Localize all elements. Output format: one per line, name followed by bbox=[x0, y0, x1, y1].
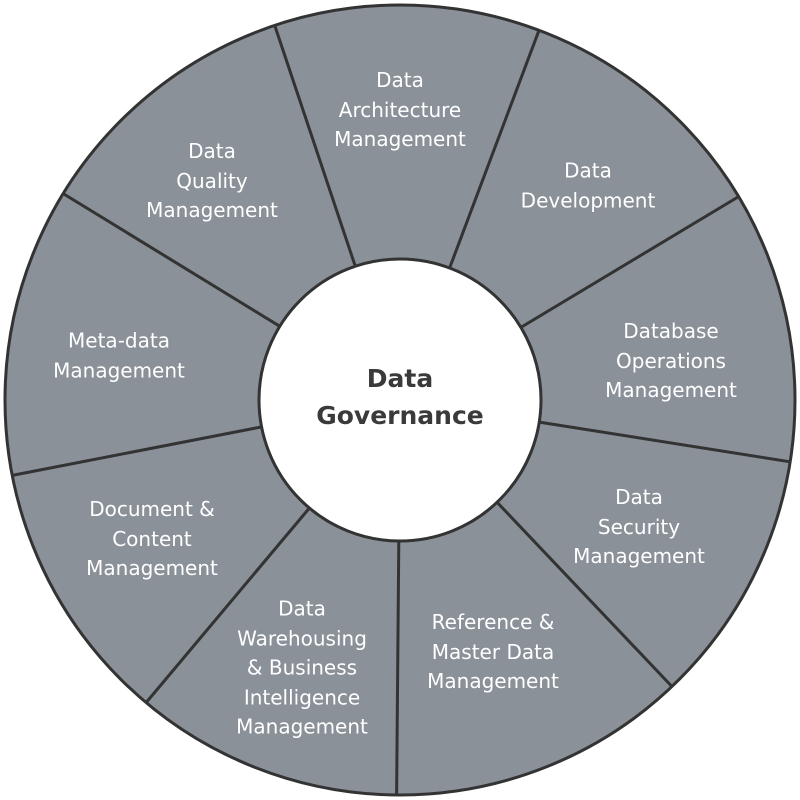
center-hub bbox=[257, 257, 543, 543]
segment-divider bbox=[448, 29, 541, 269]
segment-label-data-warehousing-bi-management: Data Warehousing & Business Intelligence… bbox=[236, 596, 368, 739]
segment-label-data-quality-management: Data Quality Management bbox=[146, 138, 278, 222]
center-title: Data Governance bbox=[316, 364, 484, 430]
segment-label-data-architecture-management: Data Architecture Management bbox=[334, 67, 466, 151]
segment-label-database-operations-management: Database Operations Management bbox=[605, 318, 737, 402]
segment-label-meta-data-management: Meta-data Management bbox=[53, 328, 185, 383]
segment-label-reference-master-data-management: Reference & Master Data Management bbox=[427, 609, 559, 693]
segment-divider bbox=[273, 24, 357, 267]
segment-divider bbox=[62, 192, 281, 328]
segment-label-data-development: Data Development bbox=[520, 158, 656, 213]
segment-dividers bbox=[12, 24, 791, 796]
segment-label-data-security-management: Data Security Management bbox=[573, 484, 705, 568]
segment-divider bbox=[539, 420, 791, 464]
segment-divider bbox=[496, 501, 673, 688]
segment-divider bbox=[395, 540, 401, 796]
segment-divider bbox=[12, 425, 262, 477]
segment-divider bbox=[144, 507, 311, 704]
segment-label-document-content-management: Document & Content Management bbox=[86, 496, 218, 580]
segment-divider bbox=[520, 195, 740, 329]
